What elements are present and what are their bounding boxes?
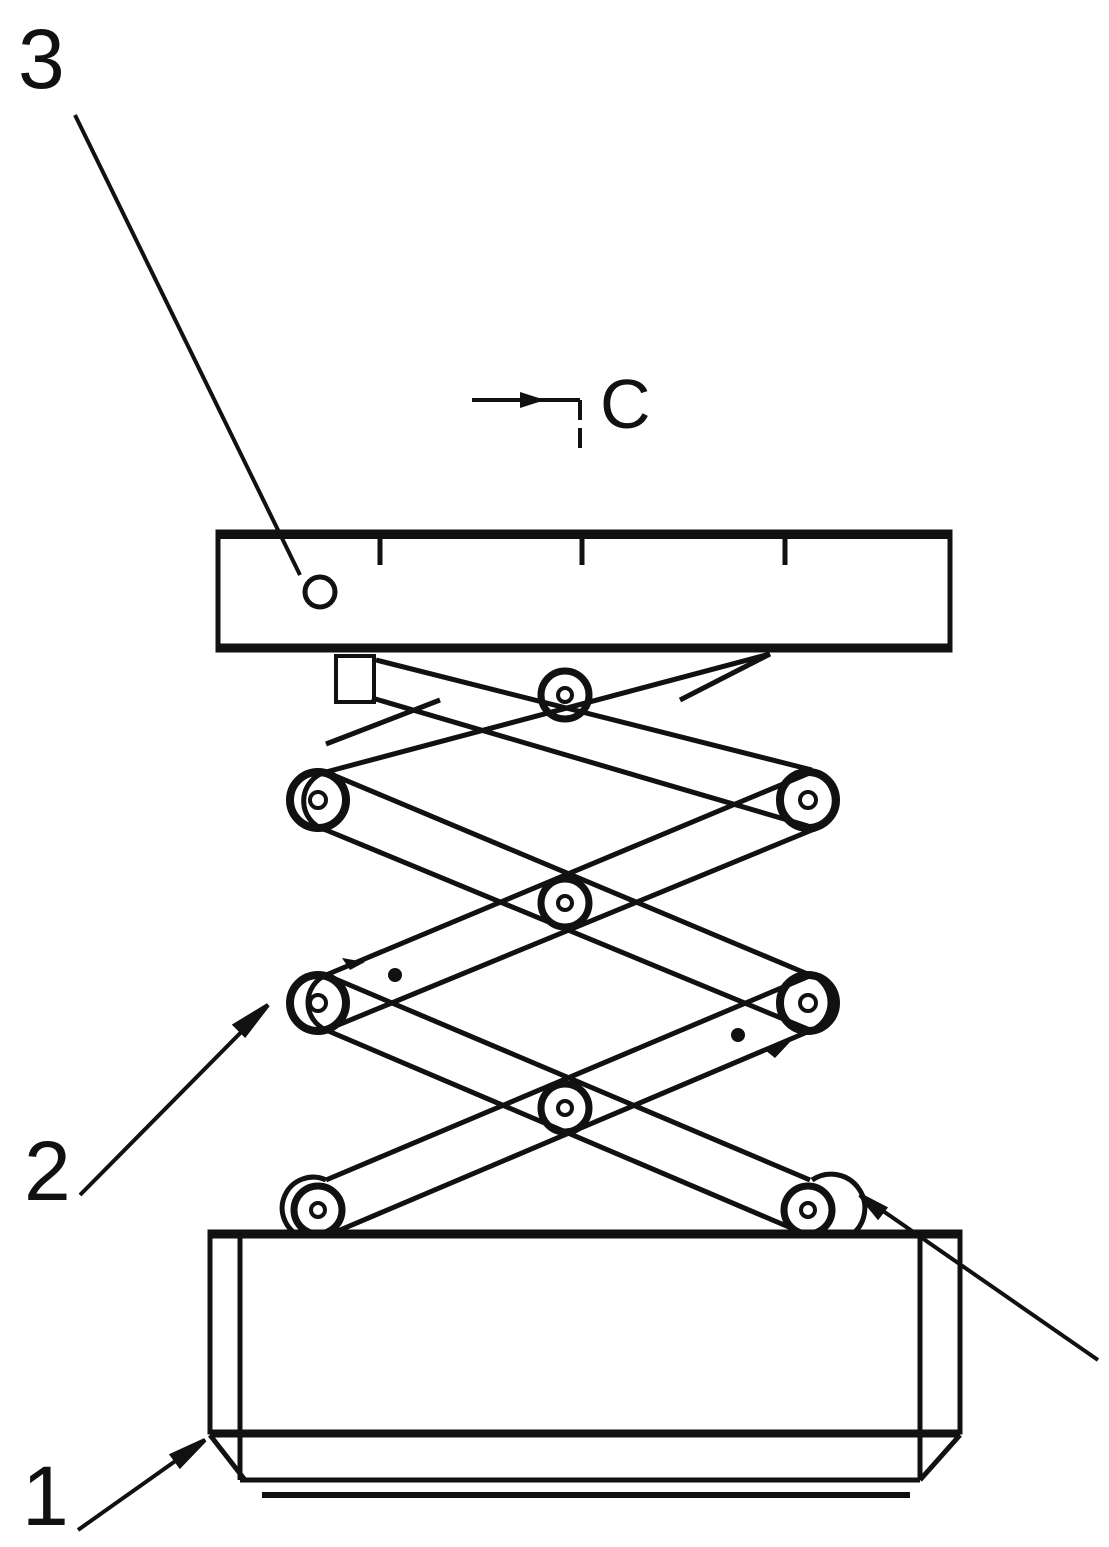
- base: [210, 1232, 960, 1495]
- scissor-arms: [282, 654, 865, 1236]
- label-part-2: 2: [24, 1124, 71, 1218]
- label-part-1: 1: [22, 1449, 69, 1543]
- bracket: [336, 656, 374, 702]
- leader-lines: [75, 115, 1098, 1530]
- label-part-3: 3: [18, 12, 65, 106]
- top-platform: [218, 532, 950, 650]
- section-marker: C: [472, 365, 651, 452]
- platform-hole: [305, 577, 335, 607]
- section-label-c: C: [600, 365, 651, 443]
